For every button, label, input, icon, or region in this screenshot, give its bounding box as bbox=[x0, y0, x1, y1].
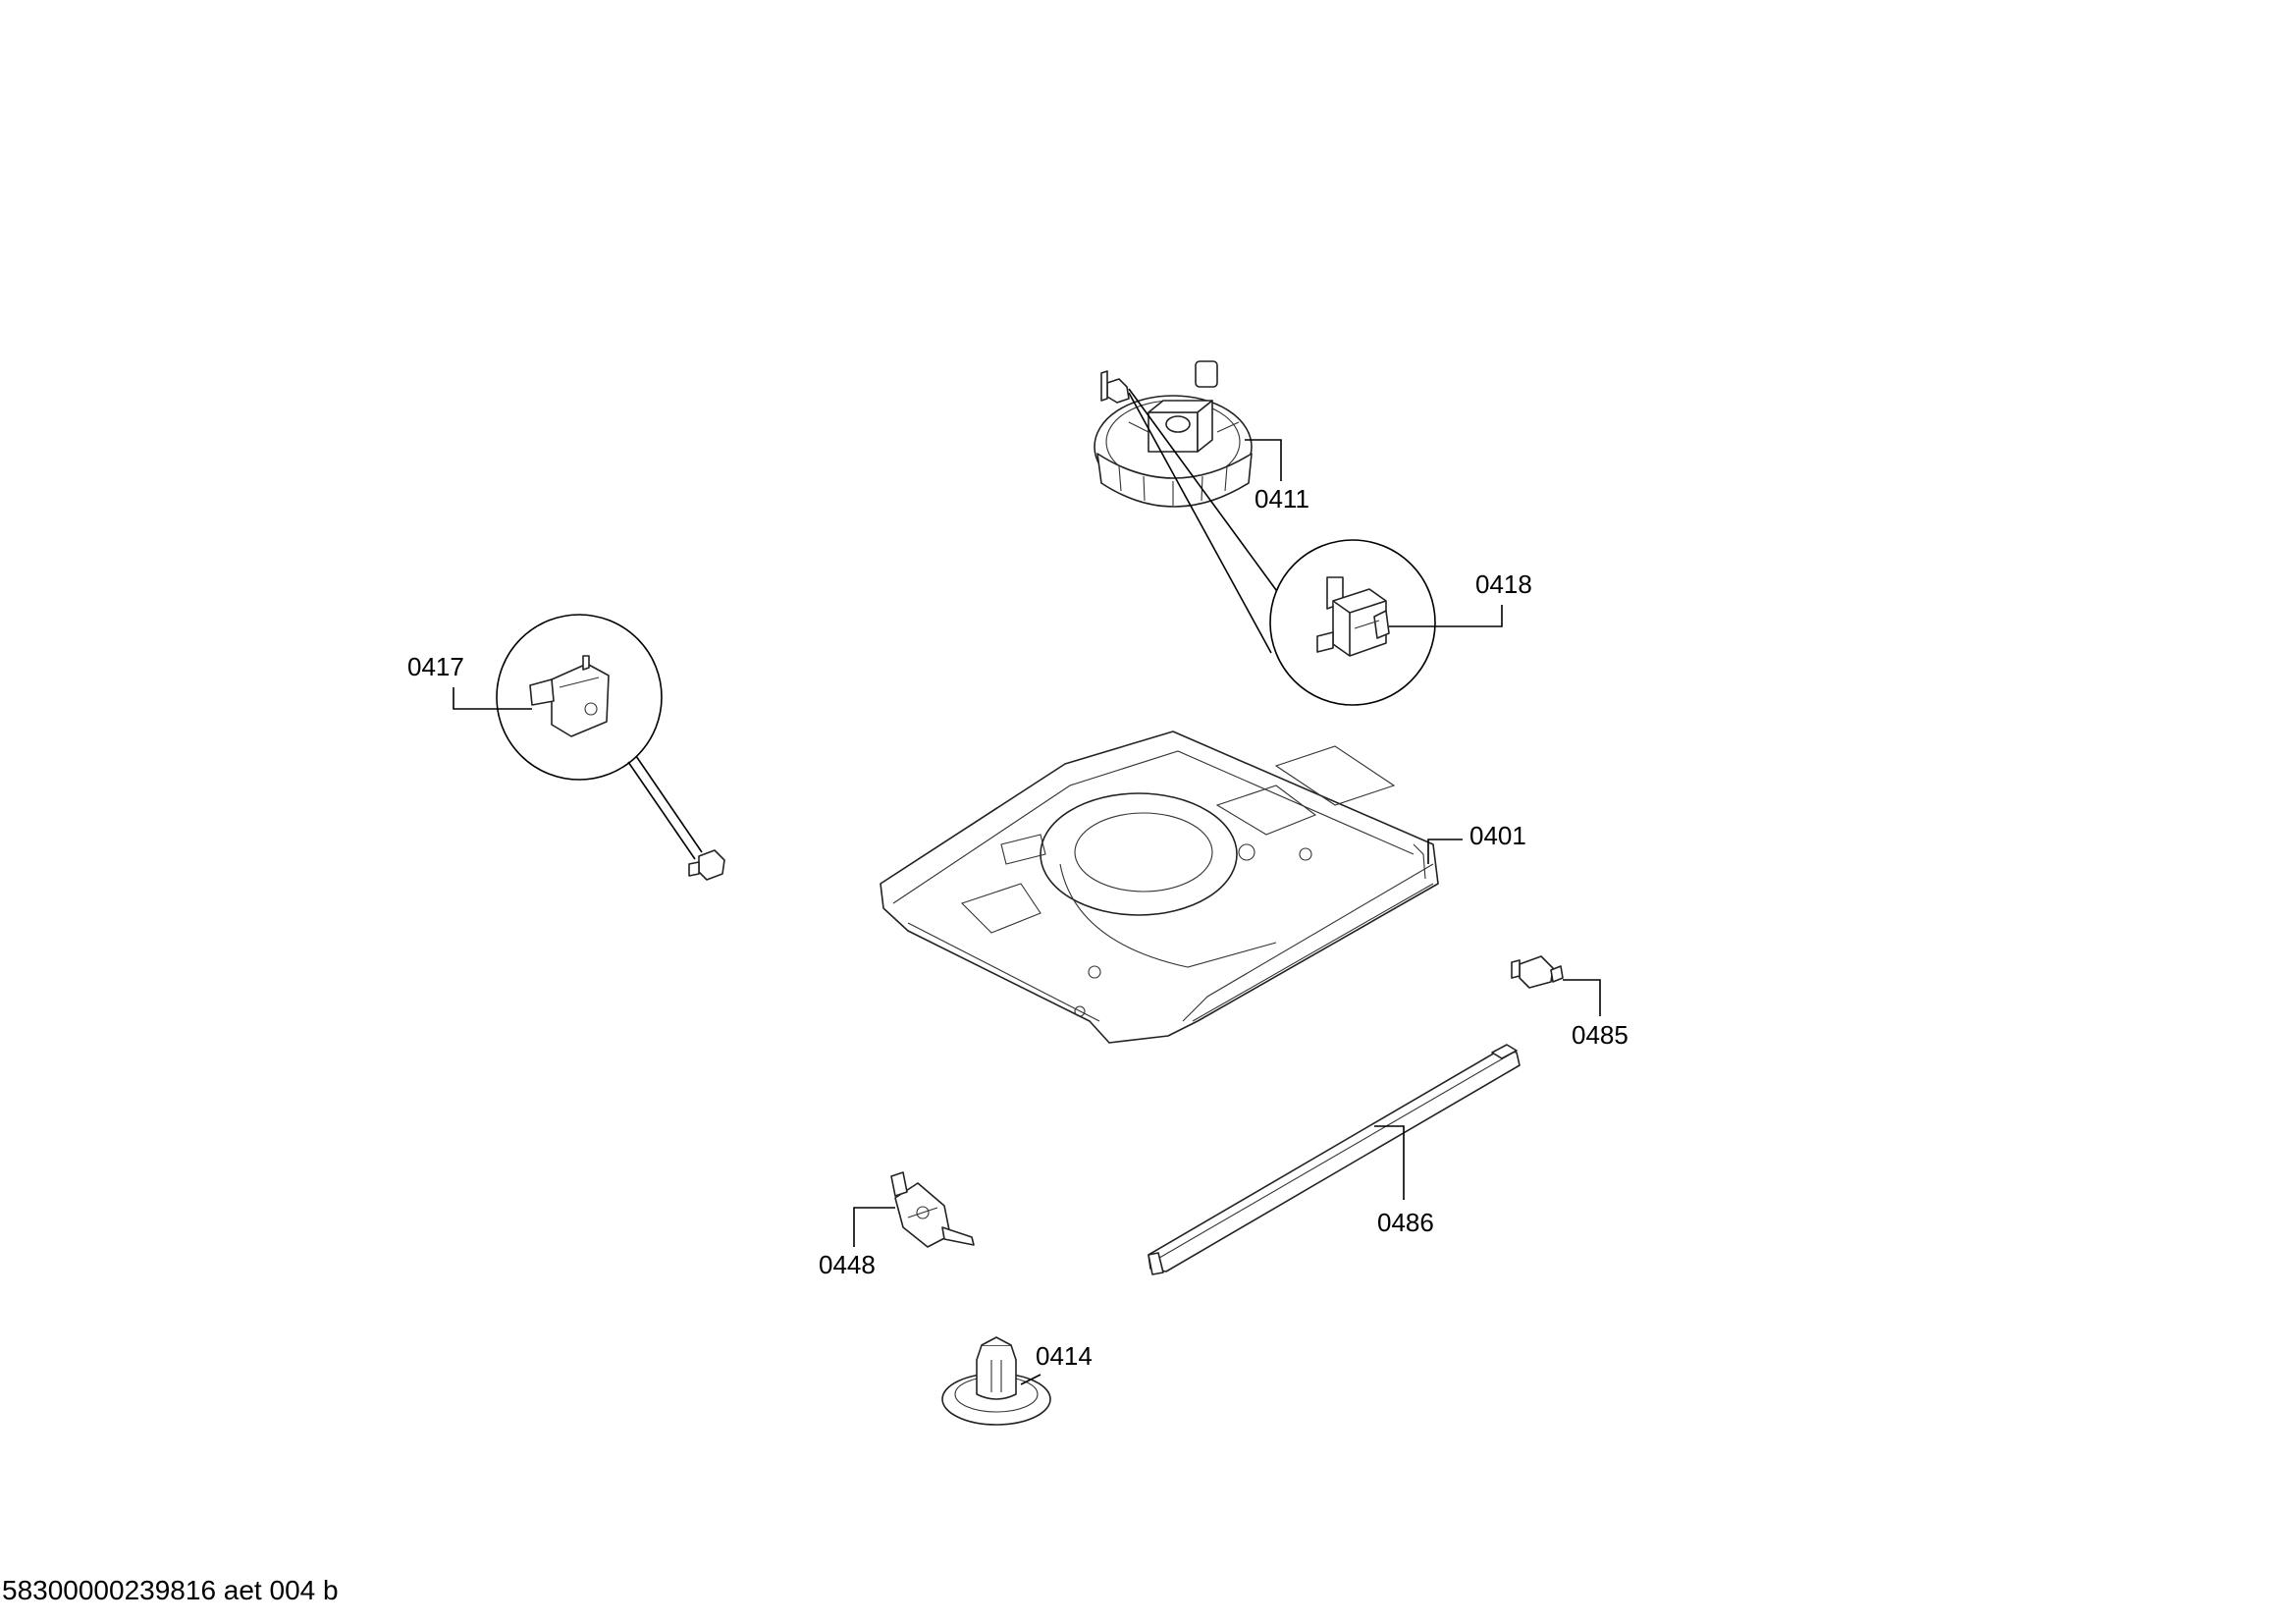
leader-0411 bbox=[1245, 439, 1282, 481]
part-0418-bracket bbox=[1316, 576, 1390, 657]
leader-0414 bbox=[1020, 1374, 1041, 1385]
part-0417-small bbox=[688, 849, 725, 881]
label-0418: 0418 bbox=[1475, 569, 1532, 599]
label-0414: 0414 bbox=[1036, 1341, 1093, 1371]
part-0414-knob bbox=[941, 1336, 1051, 1426]
leader-0417-zoom-b bbox=[627, 761, 696, 860]
part-0485-connector bbox=[1511, 955, 1564, 989]
drawing-number: 58300000239816 aet 004 b bbox=[2, 1575, 339, 1605]
label-0486: 0486 bbox=[1377, 1208, 1434, 1237]
leader-0418-zoom-upper bbox=[1128, 388, 1280, 595]
part-0401-base-plate bbox=[880, 731, 1439, 1044]
label-0411: 0411 bbox=[1255, 484, 1309, 514]
label-0448: 0448 bbox=[819, 1250, 876, 1279]
leader-0486 bbox=[1374, 1125, 1405, 1200]
leader-0485 bbox=[1563, 979, 1601, 1016]
leader-0417 bbox=[453, 687, 532, 710]
leader-0448 bbox=[853, 1207, 895, 1247]
leader-0401 bbox=[1427, 839, 1463, 864]
label-0417: 0417 bbox=[407, 652, 464, 681]
leader-0418 bbox=[1389, 605, 1503, 627]
part-0411-fan-motor bbox=[1094, 360, 1253, 508]
label-0485: 0485 bbox=[1572, 1020, 1629, 1050]
part-0418-small bbox=[1100, 370, 1130, 404]
part-0448-switch bbox=[890, 1171, 975, 1248]
part-0417-bracket bbox=[529, 655, 610, 737]
label-0401: 0401 bbox=[1469, 821, 1526, 850]
leader-0417-zoom-a bbox=[635, 755, 703, 853]
part-0486-rail bbox=[1148, 1044, 1521, 1275]
leader-0418-zoom-lower bbox=[1128, 392, 1272, 654]
